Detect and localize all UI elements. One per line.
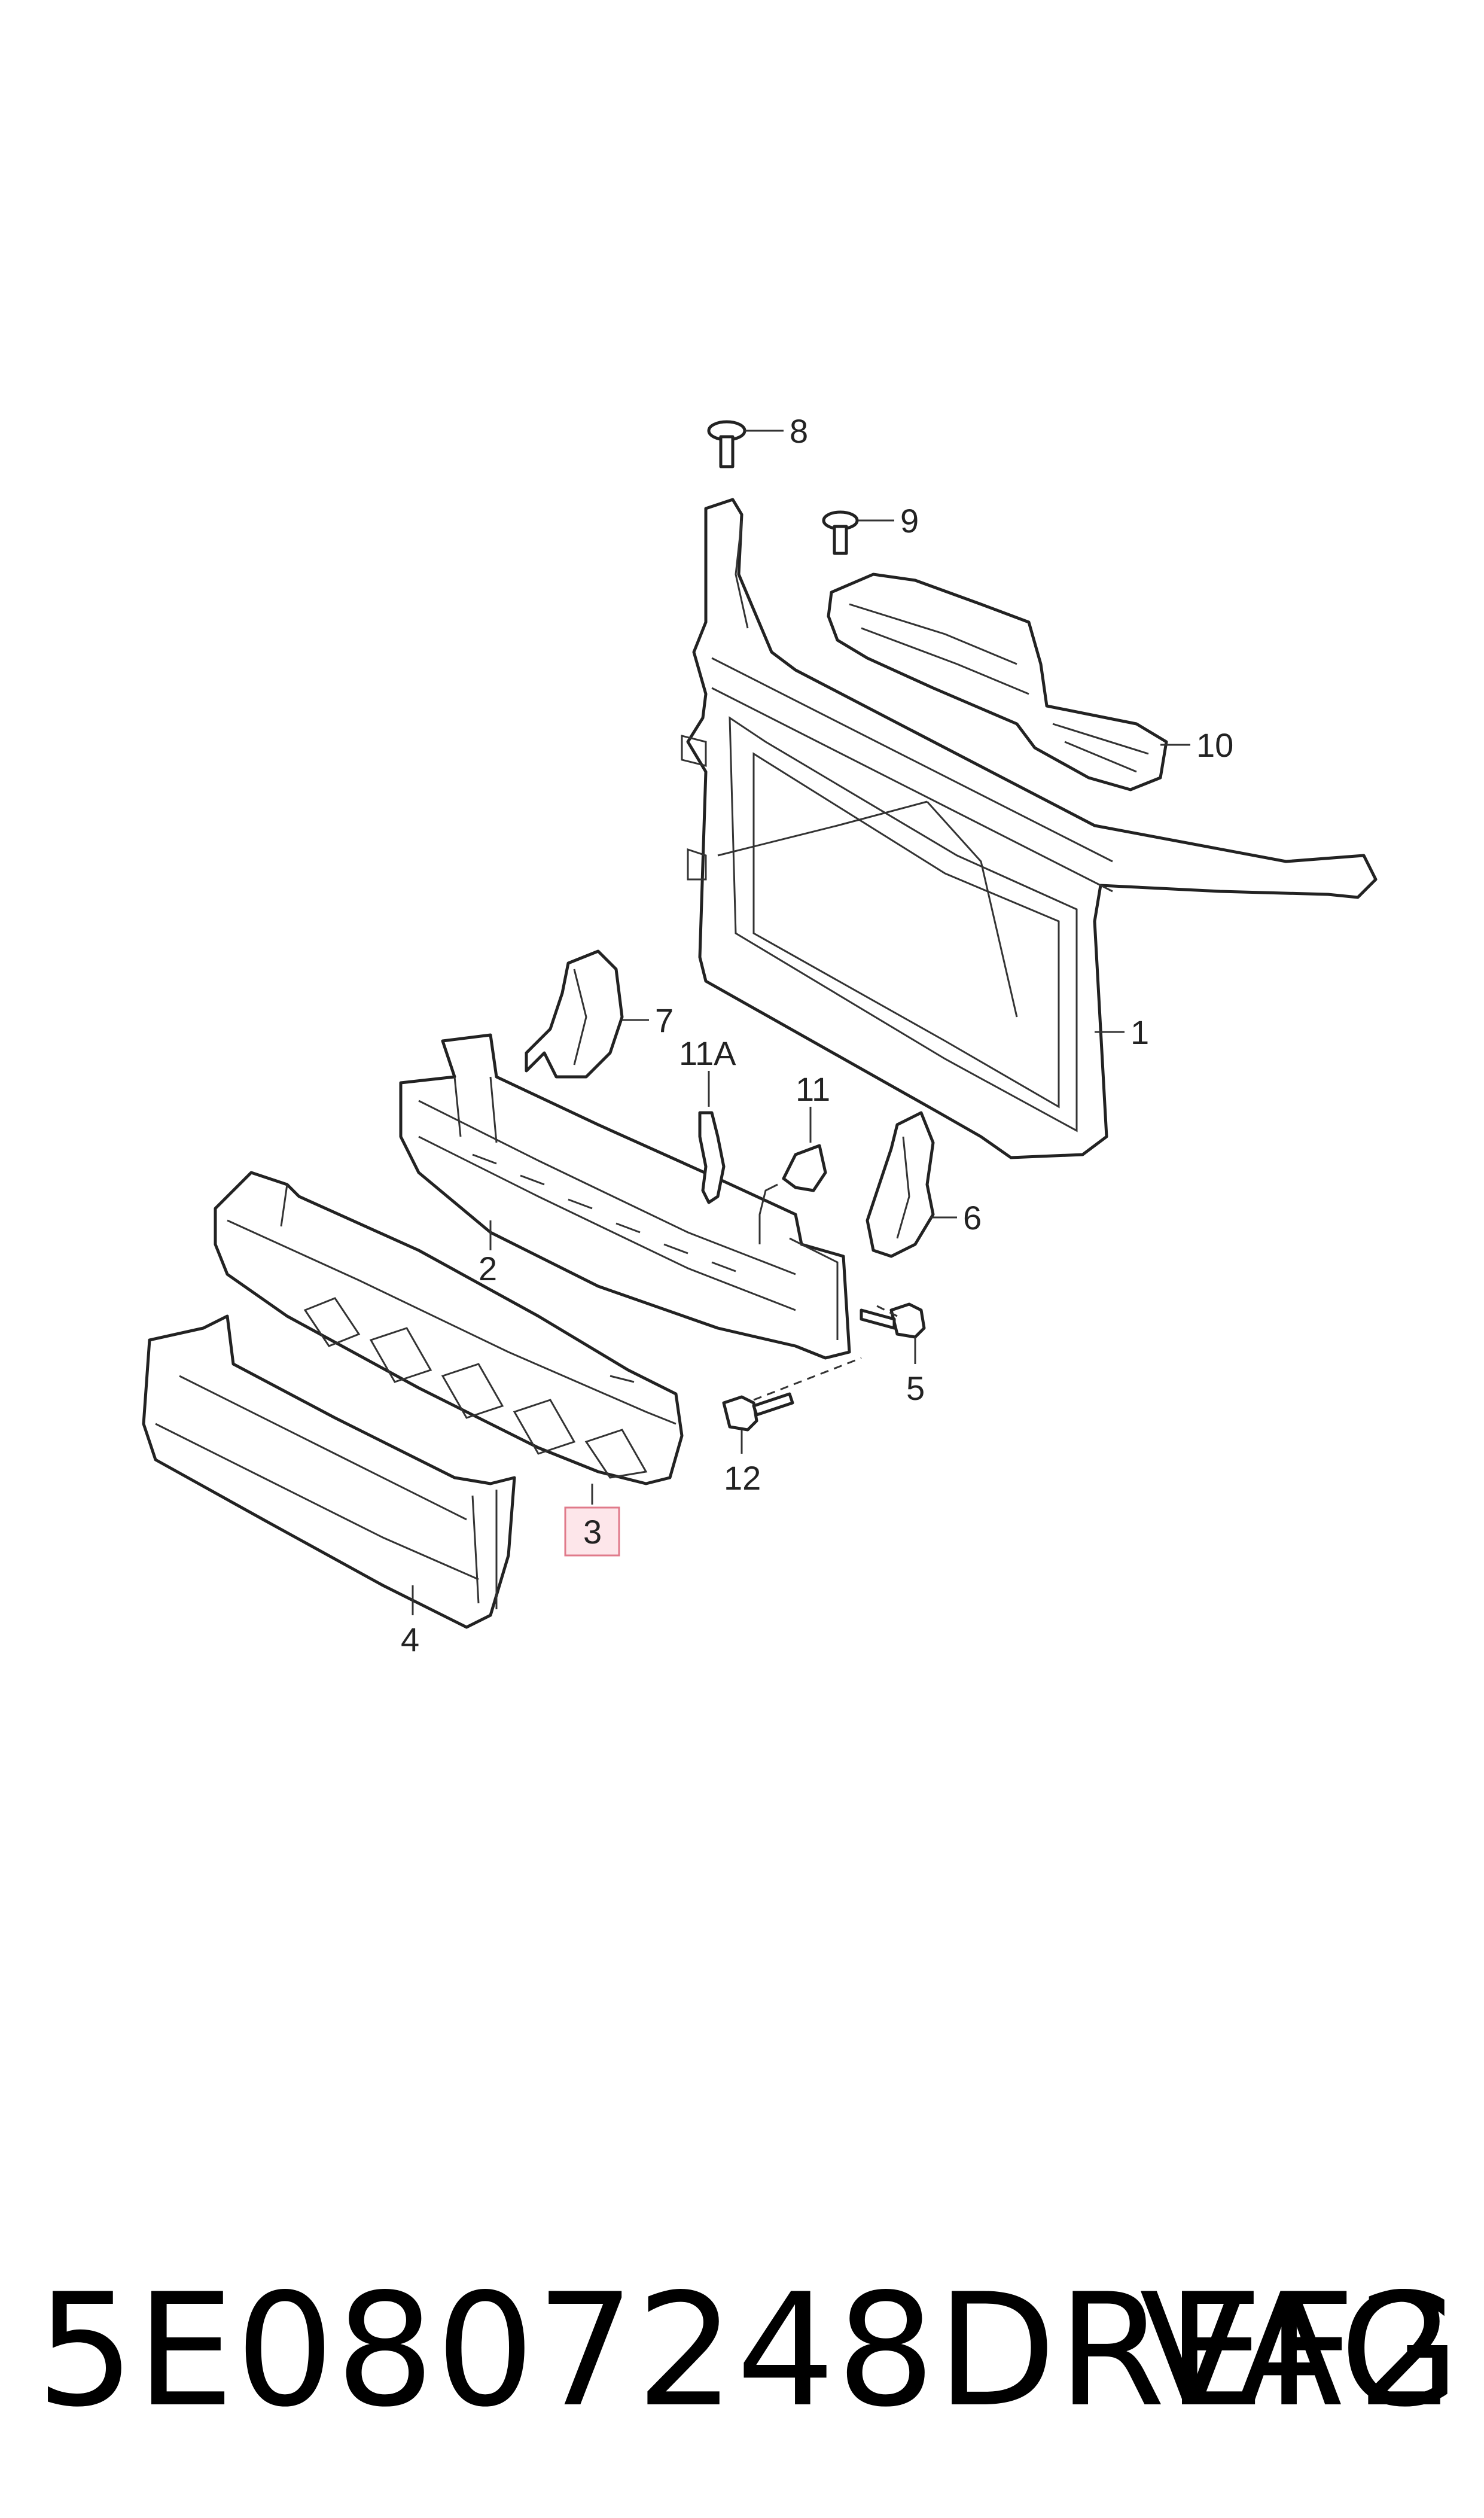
clip-part-11A [698,1111,726,1204]
bracket-part-6 [866,1111,935,1258]
energy-absorber-part-3 [214,1171,684,1485]
bumper-reinforcement-part-2 [399,1033,851,1360]
callout-6: 6 [963,1199,982,1237]
bolt-part-5 [860,1302,926,1339]
callout-1: 1 [1130,1013,1149,1051]
highlight-box-3 [564,1506,620,1557]
callout-labels: 8 9 10 1 7 11A 11 6 2 5 12 3 4 [401,412,1233,1658]
air-deflector-part-4 [142,1314,516,1629]
callout-7: 7 [655,1001,674,1039]
callout-10: 10 [1196,726,1233,764]
bolt-part-12 [722,1392,794,1432]
callout-5: 5 [906,1369,925,1407]
bracket-part-7 [525,949,624,1079]
part-number: 5E0807248DREF2 [36,2261,1457,2441]
leader-lines [412,430,1190,1615]
callout-11: 11 [796,1070,830,1108]
air-guide-part-10 [827,573,1168,791]
callout-2: 2 [479,1250,497,1287]
callout-12: 12 [724,1459,761,1497]
callout-8: 8 [790,412,808,450]
parts-diagram: 8 9 10 1 7 11A 11 6 2 5 12 3 4 [142,412,1378,1658]
lock-carrier-part-1 [681,498,1378,1159]
callout-9: 9 [900,502,919,540]
callout-11A: 11A [679,1034,736,1072]
sensor-part-11 [758,1144,827,1244]
brand-label: VAG [1139,2261,1460,2441]
bolt-part-8 [707,420,746,468]
bolt-part-9 [822,510,859,555]
callout-4: 4 [401,1621,419,1658]
callout-3: 3 [583,1513,602,1551]
